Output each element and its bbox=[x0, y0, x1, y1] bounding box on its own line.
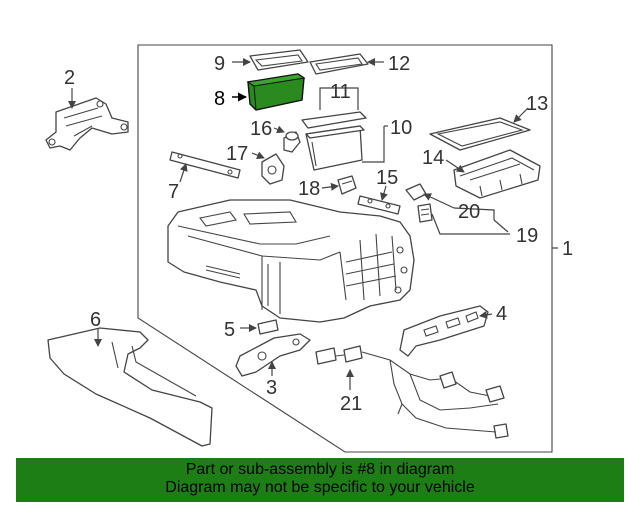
part-6-trim-panel bbox=[47, 327, 213, 447]
part-4-bracket bbox=[399, 305, 489, 357]
part-19-switch bbox=[417, 203, 433, 223]
banner-line-2: Diagram may not be specific to your vehi… bbox=[165, 479, 475, 496]
banner-line-1: Part or sub-assembly is #8 in diagram bbox=[185, 461, 455, 478]
callout-16: 16 bbox=[250, 118, 272, 140]
callout-4: 4 bbox=[496, 303, 507, 325]
callout-9: 9 bbox=[214, 53, 225, 75]
callout-13: 13 bbox=[526, 93, 548, 115]
callout-14: 14 bbox=[422, 147, 444, 169]
callout-8: 8 bbox=[214, 88, 225, 110]
assembly-frame bbox=[137, 44, 553, 453]
callout-11: 11 bbox=[330, 81, 351, 103]
part-15-insert bbox=[357, 195, 401, 215]
callout-10: 10 bbox=[390, 117, 412, 139]
part-17-clip bbox=[261, 153, 285, 185]
part-18-connector bbox=[337, 175, 357, 195]
callout-21: 21 bbox=[340, 393, 362, 415]
part-10-compartment bbox=[305, 125, 365, 171]
part-7-strip bbox=[169, 151, 241, 179]
part-11-pad bbox=[301, 111, 367, 129]
part-21-harness bbox=[315, 345, 509, 439]
callout-7: 7 bbox=[168, 181, 179, 203]
part-3-bracket bbox=[235, 333, 311, 377]
console-body bbox=[167, 199, 415, 323]
part-9-lid bbox=[249, 49, 309, 71]
callout-2: 2 bbox=[64, 67, 75, 89]
callout-18: 18 bbox=[298, 178, 320, 200]
callout-12: 12 bbox=[388, 53, 410, 75]
part-info-banner: Part or sub-assembly is #8 in diagram Di… bbox=[16, 458, 624, 502]
part-16-knob bbox=[283, 131, 301, 153]
part-13-mat bbox=[429, 117, 531, 151]
part-2-bracket bbox=[45, 97, 129, 151]
callout-17: 17 bbox=[226, 143, 248, 165]
callout-5: 5 bbox=[224, 319, 235, 341]
part-20-clip bbox=[405, 183, 427, 201]
callout-6: 6 bbox=[90, 309, 101, 331]
part-8-storage-bin bbox=[246, 73, 306, 111]
callout-1: 1 bbox=[562, 238, 573, 260]
callout-19: 19 bbox=[516, 225, 538, 247]
parts-diagram: 2 9 8 12 11 10 13 14 16 17 7 18 15 20 19… bbox=[45, 44, 573, 453]
callout-20: 20 bbox=[458, 201, 480, 223]
part-14-tray bbox=[453, 149, 541, 199]
part-5-plate bbox=[257, 319, 279, 335]
callout-15: 15 bbox=[376, 167, 398, 189]
callout-3: 3 bbox=[266, 377, 277, 399]
part-12-cover bbox=[309, 53, 369, 75]
